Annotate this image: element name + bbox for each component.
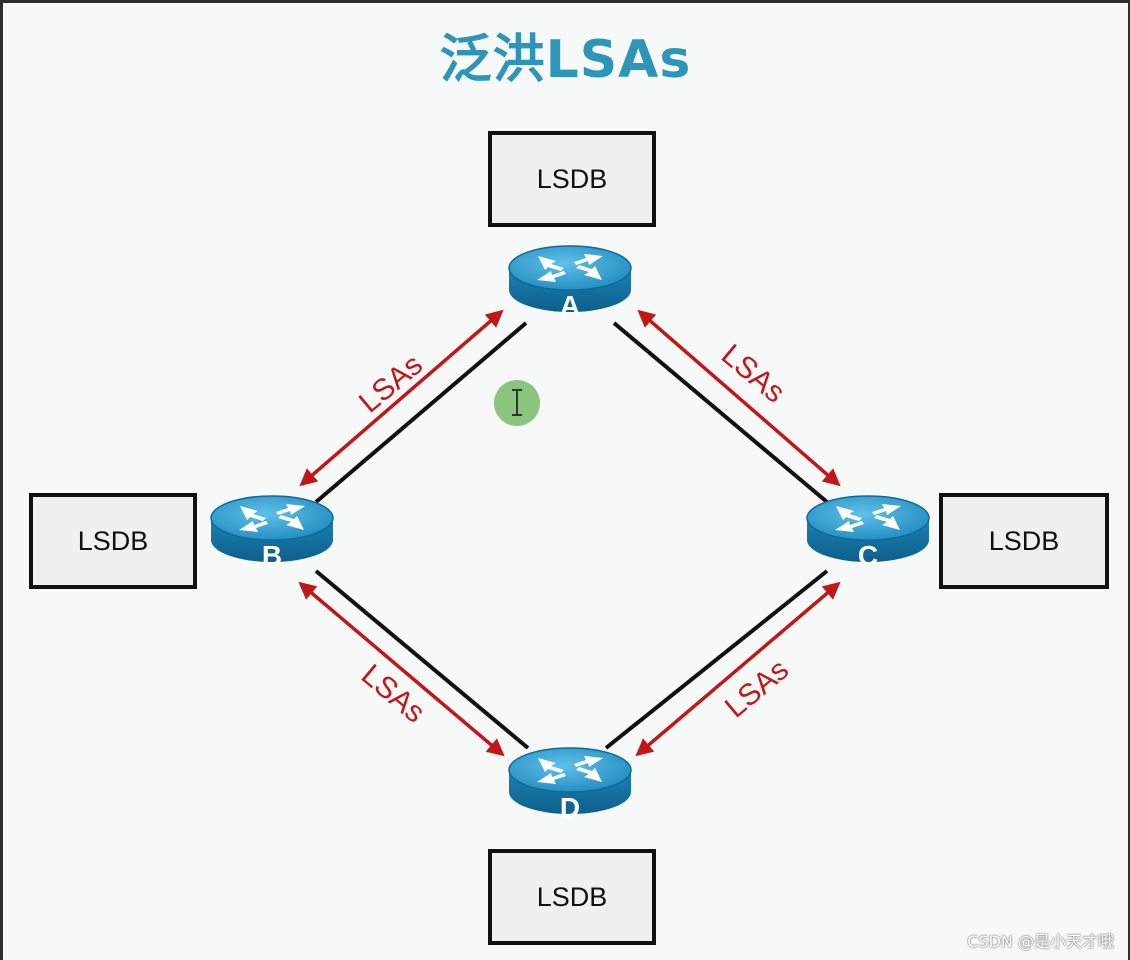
lsa-arrow-a-b [299, 309, 504, 487]
link-c-d [604, 569, 829, 750]
link-a-b [314, 321, 528, 504]
link-a-c [612, 321, 829, 504]
slide-title: 泛洪LSAs [439, 30, 692, 90]
router-c: C [806, 495, 930, 571]
router-label-b: B [262, 540, 282, 571]
router-label-d: D [560, 792, 580, 823]
lsa-arrow-c-d [635, 581, 841, 757]
lsdb-box-c: LSDB [939, 493, 1109, 589]
lsa-arrow-a-c [637, 309, 841, 487]
router-d: D [508, 747, 632, 823]
lsdb-label-b: LSDB [77, 525, 149, 556]
router-a: A [508, 245, 632, 321]
link-b-d [314, 569, 530, 750]
watermark: CSDN @是小天才哦 [967, 932, 1114, 951]
lsdb-label-c: LSDB [988, 525, 1060, 556]
lsdb-label-d: LSDB [536, 881, 608, 912]
lsa-label-a-c: LSAs [715, 338, 791, 409]
lsa-label-c-d: LSAs [719, 653, 795, 724]
text-cursor-icon [494, 380, 540, 426]
lsa-arrow-b-d [298, 581, 505, 757]
lsdb-box-b: LSDB [29, 493, 197, 589]
lsdb-box-d: LSDB [488, 849, 656, 945]
router-label-c: C [858, 540, 878, 571]
router-b: B [210, 495, 334, 571]
router-label-a: A [560, 290, 580, 321]
lsdb-label-a: LSDB [536, 163, 608, 194]
lsdb-box-a: LSDB [488, 131, 656, 227]
lsa-label-b-d: LSAs [355, 658, 431, 729]
